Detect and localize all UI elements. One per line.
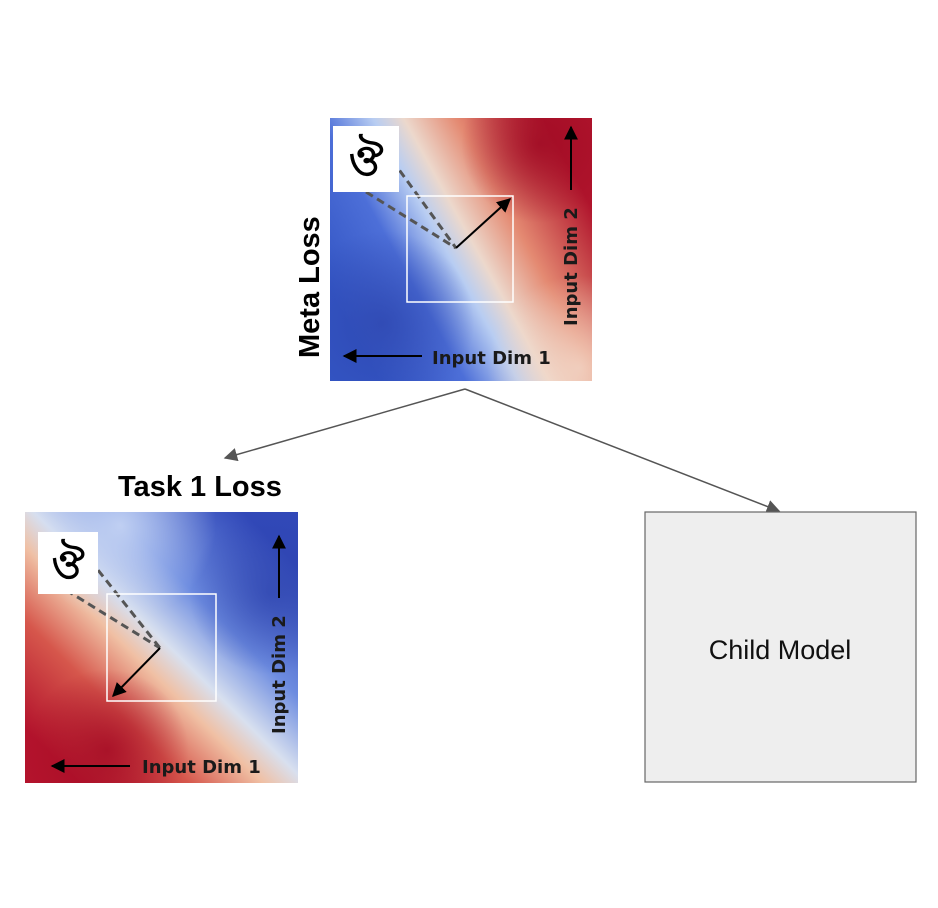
task-y-axis-label: Input Dim 2 — [269, 615, 290, 734]
connector-to-child-model — [464, 388, 781, 513]
bengali-character-icon — [38, 532, 98, 594]
meta-y-axis-label: Input Dim 2 — [561, 207, 582, 326]
child-model-label: Child Model — [709, 635, 852, 665]
meta-loss-title: Meta Loss — [294, 216, 326, 358]
task-loss-panel: Task 1 Loss ঔ Input Dim 1 Input Dim 2 — [25, 471, 298, 783]
meta-view-window — [406, 195, 514, 303]
meta-gradient-arrow-icon — [455, 198, 512, 249]
task-x-axis-label: Input Dim 1 — [142, 757, 261, 778]
connector-to-task-loss — [223, 388, 466, 462]
task-gradient-arrow-icon — [112, 647, 161, 698]
meta-x-axis-label: Input Dim 1 — [432, 348, 551, 369]
task-loss-title: Task 1 Loss — [118, 471, 282, 503]
child-model-box: Child Model — [644, 511, 917, 783]
task-glyph: ঔ — [52, 539, 85, 588]
bengali-character-icon — [333, 126, 399, 192]
meta-glyph: ঔ — [349, 134, 384, 185]
meta-loss-panel: ঔ Input Dim 1 Input Dim 2 Meta Loss — [294, 118, 592, 381]
task-view-window — [106, 593, 217, 702]
